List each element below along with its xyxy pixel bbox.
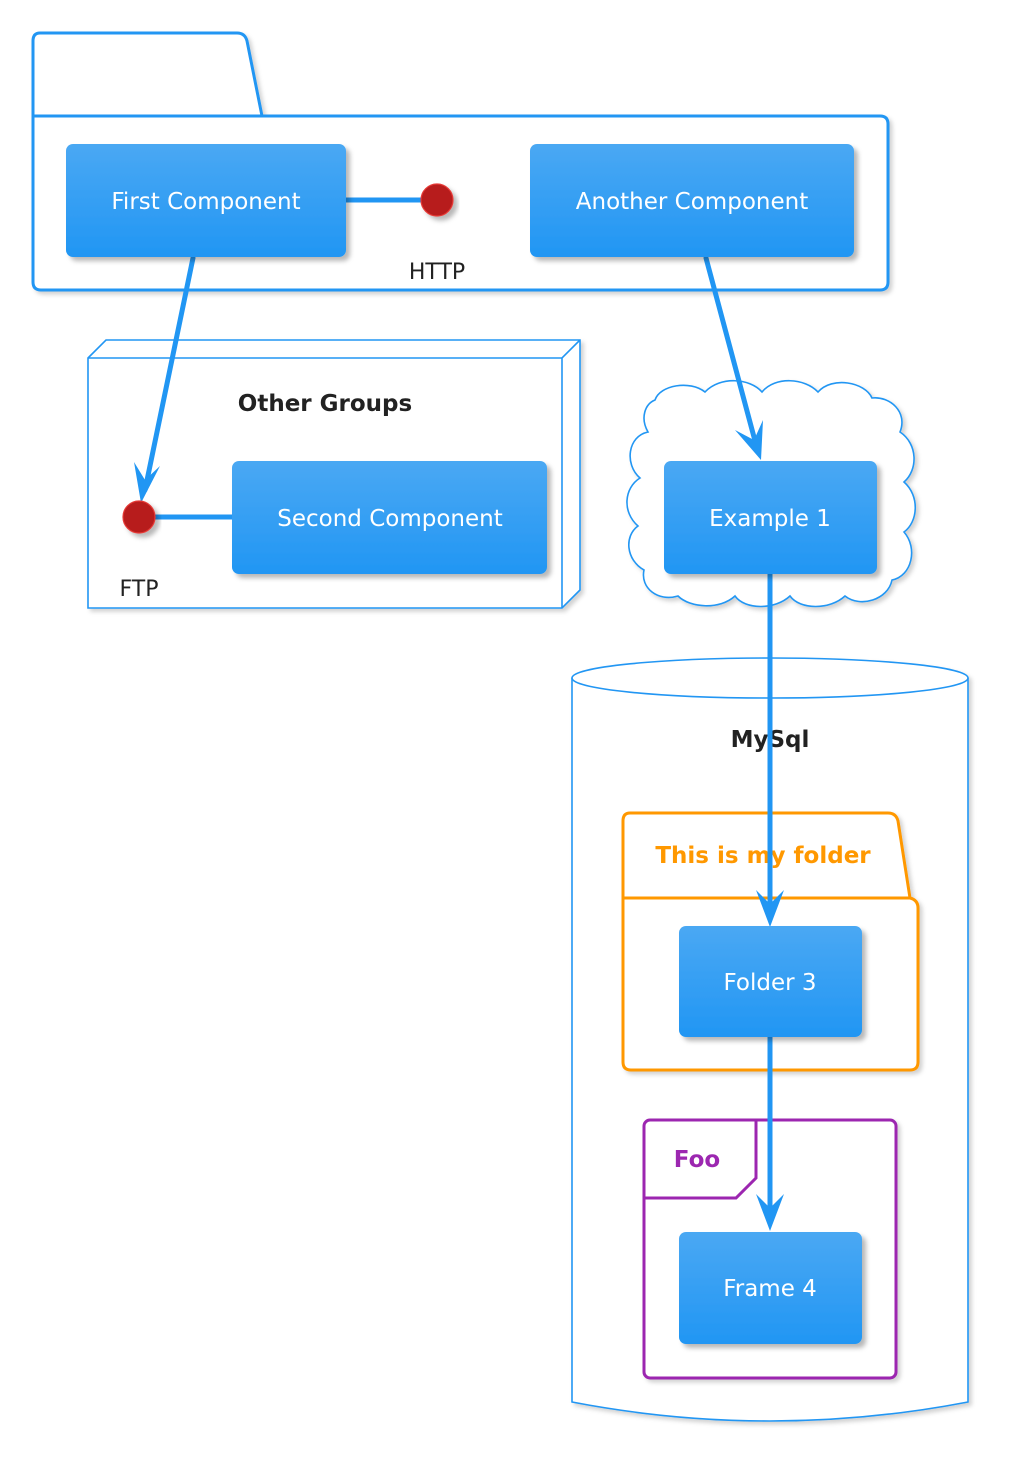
folder-title: This is my folder [655,843,871,869]
arrowhead-frame4 [756,1194,784,1231]
interface-ftp[interactable] [122,500,156,534]
arrowhead-folder3 [756,890,784,927]
arrowheads [134,420,784,1231]
component-folder3-label: Folder 3 [723,970,816,996]
component-example1[interactable]: Example 1 [664,461,877,574]
arrowhead-example1 [735,420,763,460]
component-second[interactable]: Second Component [232,461,547,574]
frame-title: Foo [674,1147,720,1173]
component-second-label: Second Component [277,506,503,532]
component-example1-label: Example 1 [709,506,831,532]
component-another-label: Another Component [576,189,808,215]
other-groups-title: Other Groups [238,391,412,417]
component-frame4[interactable]: Frame 4 [679,1232,862,1344]
arrowhead-ftp [134,462,160,503]
component-first[interactable]: First Component [66,144,346,257]
links [142,197,773,1225]
interface-http[interactable] [420,183,454,217]
link-another-to-example1 [703,255,761,455]
interface-ftp-label: FTP [120,577,159,602]
component-another[interactable]: Another Component [530,144,854,257]
interface-http-label: HTTP [409,260,465,285]
component-first-label: First Component [111,189,300,215]
component-frame4-label: Frame 4 [723,1276,817,1302]
component-folder3[interactable]: Folder 3 [679,926,862,1037]
link-first-to-ftp [142,255,196,493]
